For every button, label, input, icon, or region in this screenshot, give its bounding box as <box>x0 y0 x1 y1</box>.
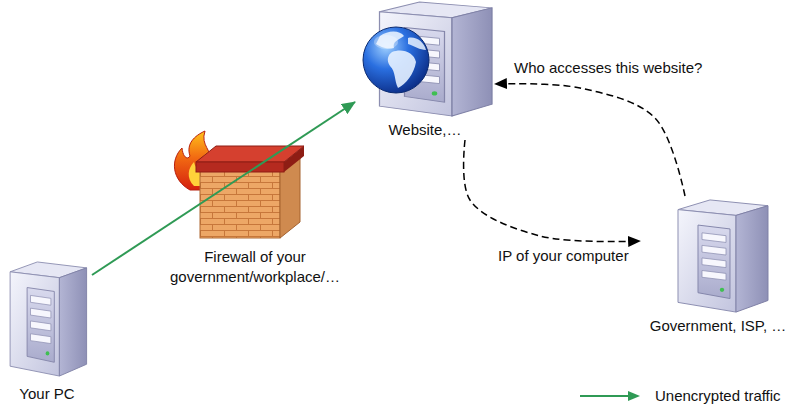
legend-line <box>580 395 630 397</box>
device-node: Website,… <box>355 2 495 140</box>
dashed-arrow <box>495 84 685 196</box>
globe-sphere <box>363 27 429 93</box>
connector-label: IP of your computer <box>496 247 631 265</box>
pc-icon <box>10 262 87 376</box>
device-node: Government, ISP, … <box>640 196 796 336</box>
globe-land <box>388 50 416 88</box>
firewall-icon <box>174 131 304 238</box>
globe-highlight <box>374 35 398 49</box>
device-label: Government, ISP, … <box>640 316 796 336</box>
device-node: Firewall of your government/workplace/… <box>165 135 345 287</box>
connector-group <box>92 84 685 275</box>
globe-land <box>408 38 426 50</box>
icon-space <box>165 135 345 247</box>
connector-label: Who accesses this website? <box>512 59 704 77</box>
legend-text: Unencrypted traffic <box>655 386 781 406</box>
globe-icon <box>363 27 429 93</box>
icon-space <box>355 2 495 120</box>
dashed-arrow <box>464 140 640 242</box>
government-server-icon <box>678 200 768 312</box>
wall-cap-side <box>284 146 304 172</box>
icon-space <box>640 196 796 316</box>
device-node: Your PC <box>2 258 92 404</box>
icon-space <box>2 258 92 384</box>
device-label: Your PC <box>2 384 92 404</box>
legend-arrow <box>580 391 640 401</box>
brick-wall-front <box>200 170 280 238</box>
legend-arrowhead <box>628 391 640 401</box>
device-label: Firewall of your government/workplace/… <box>165 247 345 287</box>
device-label: Website,… <box>355 120 495 140</box>
web-server-icon <box>380 2 493 116</box>
wall-cap-front <box>196 162 284 172</box>
